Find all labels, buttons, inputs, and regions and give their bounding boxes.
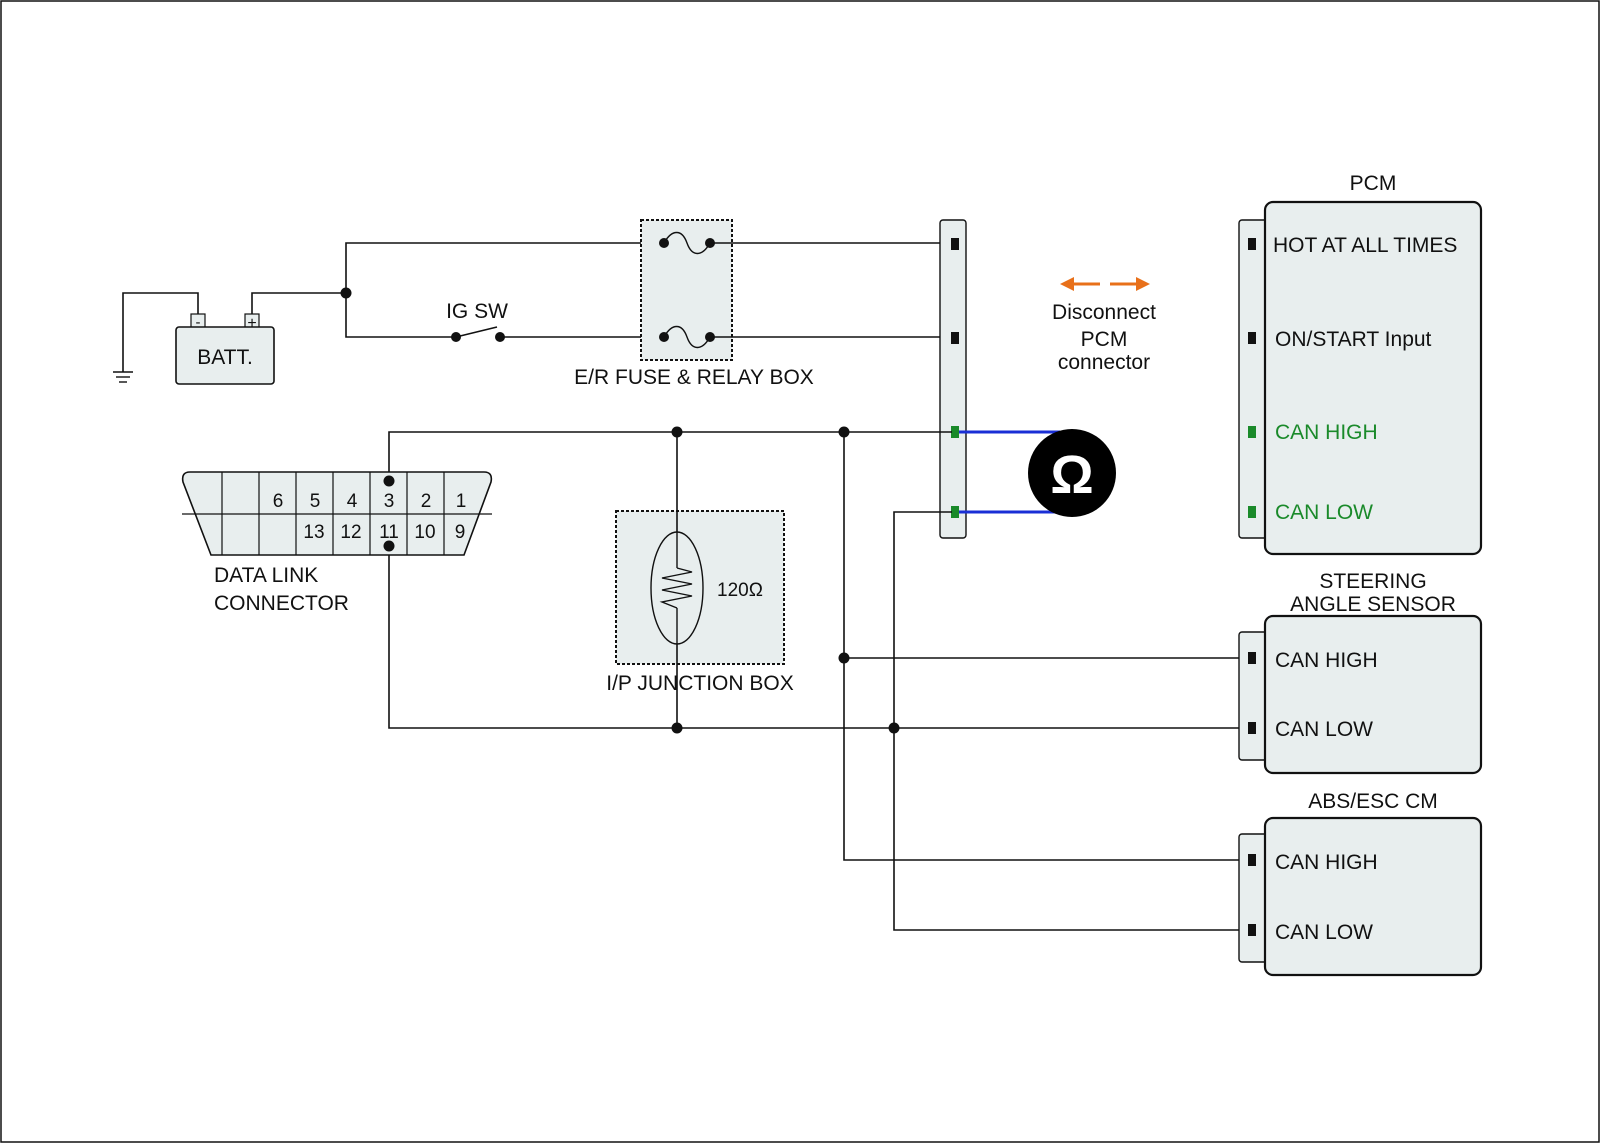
ip-junction-box: 120Ω I/P JUNCTION BOX — [606, 510, 794, 695]
fuse-box-label: E/R FUSE & RELAY BOX — [574, 366, 814, 389]
junction-box-label: I/P JUNCTION BOX — [606, 672, 793, 695]
ohm-icon: Ω — [1050, 445, 1093, 505]
harness-connector — [939, 219, 967, 539]
pcm-pin-can-high: CAN HIGH — [1275, 421, 1378, 444]
pcm-pin-hot: HOT AT ALL TIMES — [1273, 234, 1457, 257]
dlc-pin-3: 3 — [384, 491, 395, 512]
steering-angle-sensor: STEERING ANGLE SENSOR CAN HIGH CAN LOW — [1238, 570, 1483, 775]
dlc-pin-5: 5 — [310, 491, 321, 512]
disconnect-instruction: Disconnect PCM connector — [1052, 277, 1156, 374]
dlc-label-line1: DATA LINK — [214, 564, 318, 587]
abs-pin-can-high: CAN HIGH — [1275, 851, 1378, 874]
dlc-pin-11: 11 — [379, 522, 399, 543]
abs-pin-can-low: CAN LOW — [1275, 921, 1373, 944]
dlc-label-line2: CONNECTOR — [214, 592, 349, 615]
ig-switch: IG SW — [446, 300, 664, 342]
steering-title-line2: ANGLE SENSOR — [1290, 593, 1456, 616]
battery-label: BATT. — [197, 346, 253, 369]
pcm-title: PCM — [1350, 172, 1397, 195]
ig-switch-label: IG SW — [446, 300, 508, 323]
steering-pin-can-low: CAN LOW — [1275, 718, 1373, 741]
dlc-pin-2: 2 — [421, 491, 432, 512]
ground-icon — [113, 371, 133, 383]
pcm-module: PCM HOT AT ALL TIMES ON/START Input CAN … — [1238, 172, 1483, 556]
pcm-pin-can-low: CAN LOW — [1275, 501, 1373, 524]
battery-pos-label: + — [247, 315, 256, 332]
disconnect-arrows-icon — [1060, 277, 1150, 291]
dlc-pin-13: 13 — [303, 522, 324, 543]
instruction-line3: connector — [1058, 351, 1150, 374]
steering-pin-can-high: CAN HIGH — [1275, 649, 1378, 672]
dlc-pin-6: 6 — [273, 491, 284, 512]
instruction-line2: PCM — [1081, 328, 1128, 351]
pcm-pin-on-start: ON/START Input — [1275, 328, 1432, 351]
battery-neg-label: - — [196, 314, 201, 331]
resistor-value: 120Ω — [717, 580, 763, 601]
dlc-pin-9: 9 — [455, 522, 466, 543]
abs-esc-module: ABS/ESC CM CAN HIGH CAN LOW — [1238, 790, 1483, 977]
ohmmeter: Ω — [959, 429, 1116, 517]
dlc-pin-10: 10 — [414, 522, 435, 543]
abs-title: ABS/ESC CM — [1308, 790, 1438, 813]
instruction-line1: Disconnect — [1052, 301, 1156, 324]
data-link-connector: 6 5 4 3 2 1 13 12 11 10 9 DATA LINK CONN… — [181, 471, 493, 615]
battery: - + BATT. — [113, 292, 346, 385]
dlc-pin-1: 1 — [456, 491, 467, 512]
dlc-pin-12: 12 — [340, 522, 361, 543]
dlc-pin-4: 4 — [347, 491, 358, 512]
steering-title-line1: STEERING — [1319, 570, 1426, 593]
resistor-icon — [659, 567, 693, 609]
